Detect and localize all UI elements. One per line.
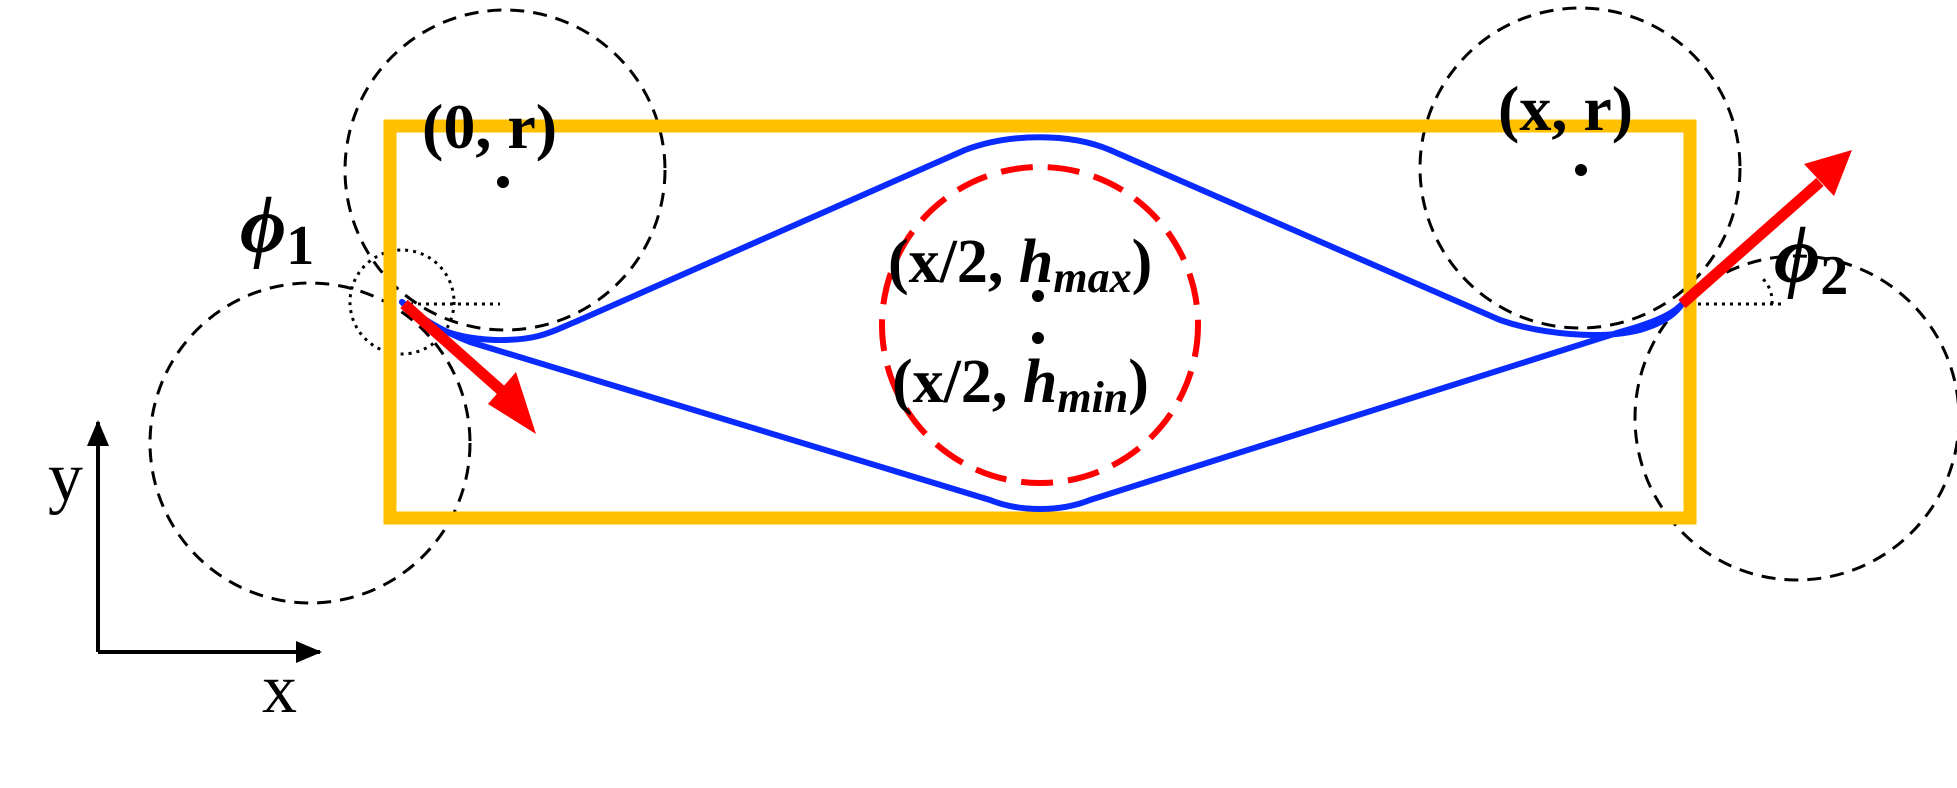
center-points <box>497 164 1587 344</box>
label-phi1: ϕ1 <box>240 182 314 277</box>
guide-circles <box>148 6 1957 605</box>
phi2-angle-arc <box>1760 276 1774 305</box>
inscribed-dashed-circle <box>879 164 1201 486</box>
phi2-arrowhead <box>1804 150 1852 196</box>
label-hmax: (x/2, hmax) <box>888 228 1152 302</box>
tangent-arrows <box>400 150 1852 434</box>
hmin-suffix: ) <box>1128 348 1149 416</box>
phi2-subscript: 2 <box>1820 245 1848 307</box>
phi2-symbol: ϕ <box>1774 212 1820 300</box>
label-hmin: (x/2, hmin) <box>892 348 1149 422</box>
phi1-symbol: ϕ <box>240 182 286 270</box>
angle-guides <box>348 248 1782 356</box>
hmin-prefix: (x/2, <box>892 348 1023 416</box>
point-top-right <box>1575 164 1587 176</box>
phi2-tangent-arrow <box>1678 177 1824 309</box>
hmax-suffix: ) <box>1132 228 1153 296</box>
bounding-frame <box>383 119 1697 525</box>
point-top-left <box>497 176 509 188</box>
axis-label-y: y <box>48 439 83 516</box>
hmin-subscript: min <box>1057 373 1128 422</box>
guide-circle-top-left <box>343 8 667 332</box>
phi1-tangent-arrow <box>400 299 516 405</box>
profile-curves <box>399 134 1685 512</box>
coordinate-axes <box>87 420 322 663</box>
point-hmin <box>1032 332 1044 344</box>
guide-circle-bottom-left <box>148 281 472 605</box>
guide-circle-top-right <box>1418 6 1742 330</box>
hmax-subscript: max <box>1053 253 1131 302</box>
point-hmax <box>1032 290 1044 302</box>
hmax-symbol: h <box>1019 228 1053 296</box>
hmax-prefix: (x/2, <box>888 228 1019 296</box>
phi1-subscript: 1 <box>286 215 314 277</box>
guide-circle-bottom-right <box>1633 254 1957 582</box>
phi1-angle-circle <box>348 248 456 356</box>
upper-profile-curve <box>399 134 1685 344</box>
label-point-right: (x, r) <box>1498 73 1633 144</box>
phi1-arrowhead <box>488 372 536 434</box>
label-point-left: (0, r) <box>422 91 557 162</box>
hmin-symbol: h <box>1023 348 1057 416</box>
label-phi2: ϕ2 <box>1774 212 1848 307</box>
axis-label-x: x <box>262 651 297 728</box>
